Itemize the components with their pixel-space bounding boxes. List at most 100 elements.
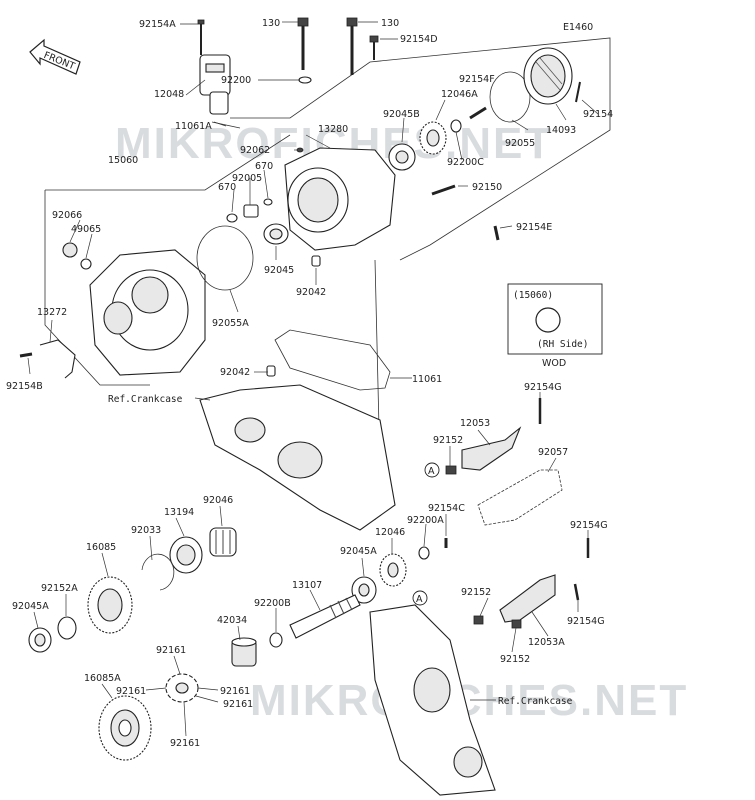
bolt-92154F: [469, 106, 487, 120]
label-16085A: 16085A: [84, 673, 121, 684]
label-92154E: 92154E: [516, 222, 552, 233]
washer-92200B: [269, 632, 283, 648]
bearing-92045: [263, 223, 289, 245]
gear-16085: [87, 576, 133, 634]
label-92154F: 92154F: [459, 74, 495, 85]
label-14093: 14093: [546, 125, 576, 136]
label-92042-b: 92042: [220, 367, 250, 378]
oring-92055A: [196, 225, 254, 291]
label-670-b: 670: [218, 182, 236, 193]
housing-15060: [89, 249, 206, 376]
label-12046A: 12046A: [441, 89, 478, 100]
ref-circle-a-top: A: [424, 462, 440, 478]
part-labels: 92154A 130 130 92154D 12048 92200 11061A…: [6, 18, 613, 749]
label-92154G-a: 92154G: [524, 382, 562, 393]
label-92161-a: 92161: [156, 645, 186, 656]
guide-12053: [461, 426, 522, 471]
label-92200: 92200: [221, 75, 251, 86]
bearing-92045B: [388, 143, 416, 171]
bolt-92152-b: [473, 615, 484, 625]
label-92154B: 92154B: [6, 381, 43, 392]
label-92152-a: 92152: [433, 435, 463, 446]
inset-box: (15060) (RH Side) WOD: [507, 283, 603, 369]
label-92062: 92062: [240, 145, 270, 156]
bolt-92154B: [19, 352, 33, 358]
bolt-92152-a: [445, 465, 457, 475]
ref-circle-a-bottom: A: [412, 590, 428, 606]
bolt-92154: [575, 81, 581, 103]
label-92005: 92005: [232, 173, 262, 184]
label-92046: 92046: [203, 495, 233, 506]
label-11061A: 11061A: [175, 121, 212, 132]
bolt-92154E: [493, 225, 500, 241]
label-130-b: 130: [381, 18, 399, 29]
label-92200B: 92200B: [254, 598, 291, 609]
label-13272: 13272: [37, 307, 67, 318]
label-13194: 13194: [164, 507, 194, 518]
bolt-92154A: [197, 19, 205, 55]
chain-92057: [477, 469, 563, 526]
bolt-92154D: [369, 35, 379, 60]
label-92154A: 92154A: [139, 19, 176, 30]
label-92066: 92066: [52, 210, 82, 221]
label-12053A: 12053A: [528, 637, 565, 648]
crankcase-upper: [199, 384, 396, 531]
label-92154G-c: 92154G: [567, 616, 605, 627]
seal-49065: [80, 258, 92, 270]
label-13107: 13107: [292, 580, 322, 591]
label-92161-b: 92161: [116, 686, 146, 697]
needle-bearing-92046: [209, 527, 237, 557]
tensioner-12048: [199, 54, 231, 115]
label-92154G-b: 92154G: [570, 520, 608, 531]
label-92154C: 92154C: [428, 503, 465, 514]
oring-92055: [489, 71, 531, 123]
label-12046: 12046: [375, 527, 405, 538]
cover-14093: [523, 47, 573, 105]
cover-13280: [284, 147, 396, 251]
svg-text:A: A: [428, 466, 435, 477]
coupling-42034: [231, 637, 257, 667]
label-92042-a: 92042: [296, 287, 326, 298]
plug-92066: [62, 242, 78, 258]
label-92152-c: 92152: [500, 654, 530, 665]
label-92161-d: 92161: [223, 699, 253, 710]
oring-670-a: [226, 213, 238, 223]
bolt-92154G-c: [573, 583, 580, 601]
gear-12046: [379, 553, 407, 587]
inset-side: (RH Side): [537, 339, 588, 350]
label-92161-e: 92161: [170, 738, 200, 749]
label-12053: 12053: [460, 418, 490, 429]
label-92045: 92045: [264, 265, 294, 276]
bearing-92045A-left: [28, 627, 52, 653]
label-92045B: 92045B: [383, 109, 420, 120]
inset-note: WOD: [542, 358, 566, 369]
label-92200A: 92200A: [407, 515, 444, 526]
label-92045A-left: 92045A: [12, 601, 49, 612]
bracket-13272: [39, 339, 76, 379]
inset-ref: (15060): [513, 290, 553, 301]
label-92045A: 92045A: [340, 546, 377, 557]
bolt-92150: [431, 184, 456, 196]
label-92161-c: 92161: [220, 686, 250, 697]
label-92154D: 92154D: [400, 34, 438, 45]
shaft-13107: [289, 594, 361, 639]
label-15060: 15060: [108, 155, 138, 166]
label-11061: 11061: [412, 374, 442, 385]
bolt-130-b: [346, 17, 358, 75]
label-49065: 49065: [71, 224, 101, 235]
bearing-92045A: [351, 576, 377, 604]
gear-12046A: [419, 121, 447, 155]
washer-92200C: [450, 119, 462, 133]
fitting-92005: [243, 204, 259, 218]
front-arrow-icon: FRONT: [29, 38, 81, 75]
label-ref-crankcase-top: Ref.Crankcase: [108, 394, 183, 405]
label-92154: 92154: [583, 109, 613, 120]
washer-92200A: [418, 546, 430, 560]
gear-16085A: [98, 695, 152, 761]
label-13280: 13280: [318, 124, 348, 135]
svg-text:A: A: [416, 594, 423, 605]
label-16085: 16085: [86, 542, 116, 553]
label-130-a: 130: [262, 18, 280, 29]
guide-12053A: [499, 574, 556, 623]
